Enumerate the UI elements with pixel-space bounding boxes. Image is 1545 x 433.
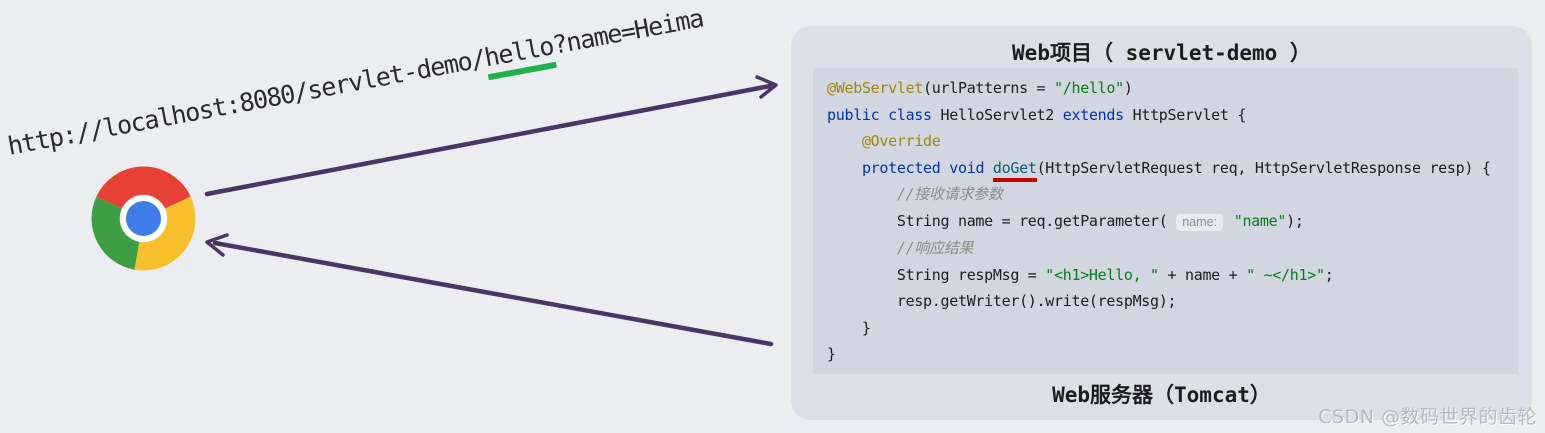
- code-line: //接收请求参数: [827, 181, 1504, 208]
- servlet-code: @WebServlet(urlPatterns = "/hello")publi…: [813, 68, 1518, 374]
- code-token-plain: [827, 159, 862, 177]
- code-line: protected void doGet(HttpServletRequest …: [827, 155, 1504, 182]
- code-token-plain: [984, 159, 993, 177]
- web-server-panel: Web项目（ servlet-demo ） @WebServlet(urlPat…: [791, 26, 1532, 420]
- code-token-cm: //响应结果: [896, 239, 974, 257]
- web-project-title: Web项目（ servlet-demo ）: [1012, 41, 1311, 65]
- request-url: http://localhost:8080/servlet-demo/hello…: [5, 4, 705, 161]
- request-url-path-highlight: hello: [482, 31, 557, 81]
- code-line: String name = req.getParameter( name: "n…: [827, 208, 1504, 236]
- code-token-plain: [1225, 212, 1234, 230]
- code-token-plain: HttpServlet {: [1123, 105, 1247, 124]
- code-line: }: [827, 315, 1504, 342]
- request-url-prefix: http://localhost:8080/servlet-demo/: [5, 43, 488, 161]
- response-arrow: [205, 233, 774, 347]
- code-line: @WebServlet(urlPatterns = "/hello"): [827, 75, 1504, 102]
- code-token-plain: [827, 239, 897, 257]
- code-token-str: " ~</h1>": [1246, 265, 1325, 284]
- csdn-watermark: CSDN @数码世界的齿轮: [1318, 406, 1537, 428]
- code-token-ann: @Override: [861, 132, 941, 150]
- chrome-browser-icon: [87, 162, 200, 275]
- code-token-kw: protected void: [861, 158, 985, 177]
- code-line: String respMsg = "<h1>Hello, " + name + …: [827, 262, 1504, 289]
- code-token-plain: HelloServlet2: [931, 105, 1063, 124]
- code-token-plain: (urlPatterns =: [923, 79, 1055, 97]
- code-token-str: "name": [1233, 211, 1287, 230]
- code-token-plain: ): [1123, 79, 1133, 97]
- code-token-str: "<h1>Hello, ": [1045, 265, 1159, 284]
- code-line: }: [827, 341, 1504, 368]
- chrome-icon: [91, 166, 196, 271]
- code-token-plain: }: [827, 345, 836, 363]
- code-line: //响应结果: [827, 235, 1504, 262]
- code-token-plain: String name = req.getParameter(: [827, 211, 1177, 230]
- code-token-plain: }: [827, 318, 871, 337]
- code-token-plain: [827, 185, 897, 203]
- code-line: public class HelloServlet2 extends HttpS…: [827, 102, 1504, 129]
- param-name-hint: name:: [1176, 213, 1223, 231]
- code-line: @Override: [827, 128, 1504, 155]
- code-token-plain: ;: [1324, 265, 1334, 284]
- code-token-meth: doGet: [992, 158, 1037, 182]
- code-token-plain: );: [1286, 211, 1304, 230]
- code-token-kw: extends: [1062, 105, 1124, 124]
- request-url-query: ?name=Heima: [550, 3, 706, 60]
- web-server-label: Web服务器（Tomcat）: [1052, 383, 1271, 407]
- code-token-plain: resp.getWriter().write(respMsg);: [827, 292, 1177, 310]
- code-token-cm: //接收请求参数: [896, 185, 1003, 203]
- code-token-kw: public class: [827, 105, 932, 124]
- code-token-plain: + name +: [1158, 265, 1247, 284]
- code-token-ann: @WebServlet: [827, 79, 924, 97]
- code-token-plain: (HttpServletRequest req, HttpServletResp…: [1036, 158, 1491, 177]
- code-token-plain: [827, 132, 862, 150]
- code-token-str: "/hello": [1054, 79, 1124, 97]
- code-line: resp.getWriter().write(respMsg);: [827, 288, 1504, 315]
- code-token-plain: String respMsg =: [827, 265, 1046, 284]
